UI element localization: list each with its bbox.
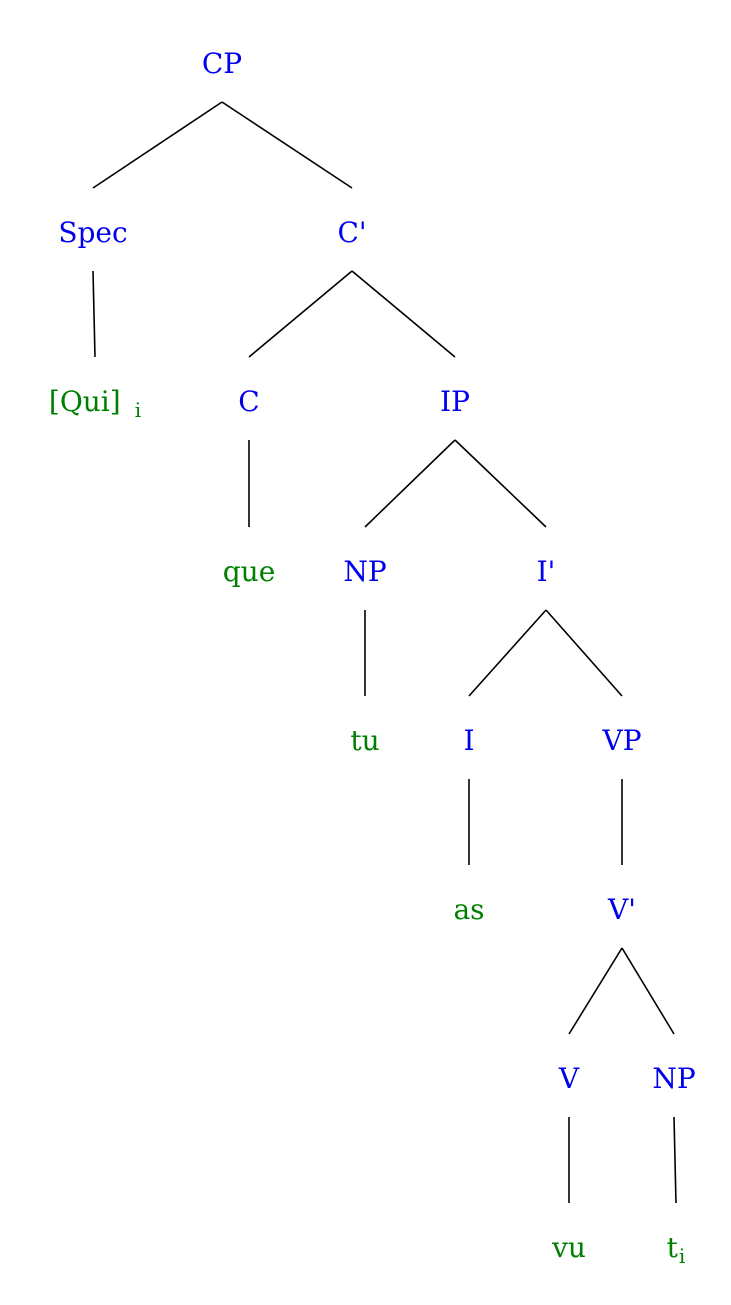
node-subscript: i	[135, 398, 141, 422]
tree-edge-ip-ibar	[454, 439, 547, 528]
tree-node-c: C	[238, 385, 259, 418]
tree-edge-ibar-i	[468, 609, 547, 697]
tree-node-ip: IP	[440, 385, 470, 418]
tree-node-np1: NP	[343, 555, 386, 588]
node-label-text: C	[238, 385, 259, 418]
node-label-text: V'	[607, 893, 636, 926]
tree-node-vbar: V'	[607, 893, 636, 926]
tree-edge-cbar-ip	[351, 270, 456, 358]
tree-node-spec: Spec	[58, 216, 127, 249]
tree-node-cp: CP	[202, 47, 242, 80]
node-label-text: t	[667, 1231, 679, 1264]
tree-node-ibar: I'	[537, 555, 556, 588]
tree-node-que: que	[223, 555, 276, 588]
tree-edge-np2-t	[673, 1116, 677, 1204]
tree-edge-vbar-v	[568, 947, 623, 1035]
node-subscript: i	[679, 1244, 685, 1268]
node-label-text: tu	[350, 724, 379, 757]
tree-edges	[92, 101, 677, 1204]
node-label-text: I'	[537, 555, 556, 588]
node-label-text: NP	[343, 555, 386, 588]
tree-edge-cp-spec	[92, 101, 223, 189]
tree-edge-vbar-np2	[621, 947, 675, 1035]
tree-node-t: ti	[667, 1231, 686, 1268]
node-label-text: [Qui]	[49, 385, 121, 418]
tree-node-as: as	[453, 893, 484, 926]
node-label-text: VP	[601, 724, 641, 757]
tree-node-i: I	[463, 724, 474, 757]
node-label-text: Spec	[58, 216, 127, 249]
tree-node-np2: NP	[652, 1062, 695, 1095]
node-label-text: as	[453, 893, 484, 926]
node-label-text: vu	[551, 1231, 586, 1264]
node-label-text: I	[463, 724, 474, 757]
node-label-text: que	[223, 555, 276, 588]
node-label-text: C'	[337, 216, 366, 249]
tree-node-v: V	[558, 1062, 580, 1095]
tree-edge-cbar-c	[248, 270, 353, 358]
node-label-text: CP	[202, 47, 242, 80]
node-label-text: IP	[440, 385, 470, 418]
tree-node-qui: [Qui] i	[49, 385, 141, 422]
tree-node-vu: vu	[551, 1231, 586, 1264]
node-label-text: NP	[652, 1062, 695, 1095]
tree-edge-ip-np1	[364, 439, 456, 528]
node-label-text: V	[558, 1062, 580, 1095]
tree-edge-cp-cbar	[221, 101, 353, 189]
tree-node-cbar: C'	[337, 216, 366, 249]
tree-node-tu: tu	[350, 724, 379, 757]
tree-edge-spec-qui	[92, 270, 96, 358]
tree-edge-ibar-vp	[545, 609, 623, 697]
tree-node-vp: VP	[601, 724, 641, 757]
